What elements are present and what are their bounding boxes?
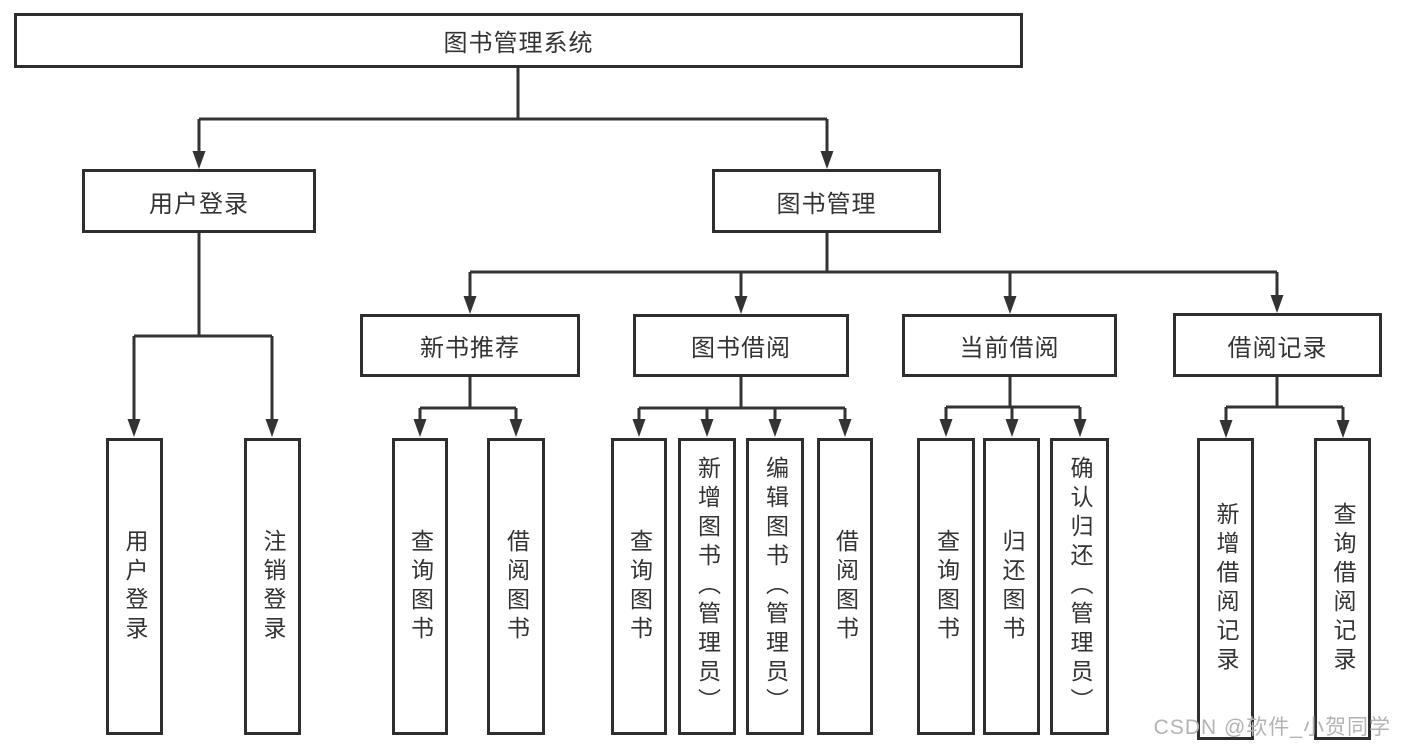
node-label: 注销登录 <box>260 528 286 645</box>
node-label: 查询图书 <box>933 528 960 645</box>
node-label: 查询借阅记录 <box>1330 502 1356 676</box>
node-library-management-system: 图书管理系统 <box>14 13 1023 68</box>
leaf-add-borrow-record: 新增借阅记录 <box>1197 438 1254 740</box>
node-label: 借阅图书 <box>503 528 530 645</box>
node-label: 用户登录 <box>122 528 148 645</box>
leaf-confirm-return-admin: 确认归还（管理员） <box>1050 438 1109 735</box>
leaf-return-book: 归还图书 <box>983 438 1040 735</box>
node-label: 归还图书 <box>999 528 1025 645</box>
node-label: 图书管理 <box>776 190 877 218</box>
node-label: 用户登录 <box>149 190 249 218</box>
leaf-add-book-admin: 新增图书（管理员） <box>678 438 736 735</box>
node-book-management: 图书管理 <box>712 169 941 233</box>
node-book-borrowing: 图书借阅 <box>633 314 849 377</box>
leaf-query-books-borrowing: 查询图书 <box>611 438 667 735</box>
arrowheads <box>127 151 1350 438</box>
node-label: 图书管理系统 <box>443 30 594 57</box>
node-current-borrowing: 当前借阅 <box>902 314 1117 377</box>
node-label: 借阅记录 <box>1227 334 1328 362</box>
node-label: 当前借阅 <box>959 335 1060 362</box>
csdn-watermark: CSDN @软件_小贺同学 <box>1153 716 1391 739</box>
node-label: 新书推荐 <box>420 335 520 362</box>
node-label: 借阅图书 <box>832 528 859 645</box>
leaf-user-login: 用户登录 <box>106 438 163 735</box>
leaf-borrow-books-recommend: 借阅图书 <box>487 438 545 735</box>
leaf-borrow-books-borrowing: 借阅图书 <box>817 438 873 735</box>
node-user-login: 用户登录 <box>82 169 316 233</box>
leaf-query-books-recommend: 查询图书 <box>392 438 448 735</box>
node-label: 查询图书 <box>626 528 653 645</box>
leaf-query-borrow-record: 查询借阅记录 <box>1314 438 1371 740</box>
node-label: 图书借阅 <box>691 335 791 362</box>
node-label: 确认归还（管理员） <box>1067 456 1093 717</box>
node-label: 新增借阅记录 <box>1213 502 1239 676</box>
node-label: 新增图书（管理员） <box>694 456 721 717</box>
node-borrow-records: 借阅记录 <box>1173 313 1382 377</box>
node-label: 编辑图书（管理员） <box>762 456 789 717</box>
node-new-book-recommend: 新书推荐 <box>360 314 580 377</box>
leaf-query-books-current: 查询图书 <box>917 438 975 735</box>
leaf-logout: 注销登录 <box>244 438 301 735</box>
leaf-edit-book-admin: 编辑图书（管理员） <box>746 438 804 735</box>
node-label: 查询图书 <box>407 528 434 645</box>
